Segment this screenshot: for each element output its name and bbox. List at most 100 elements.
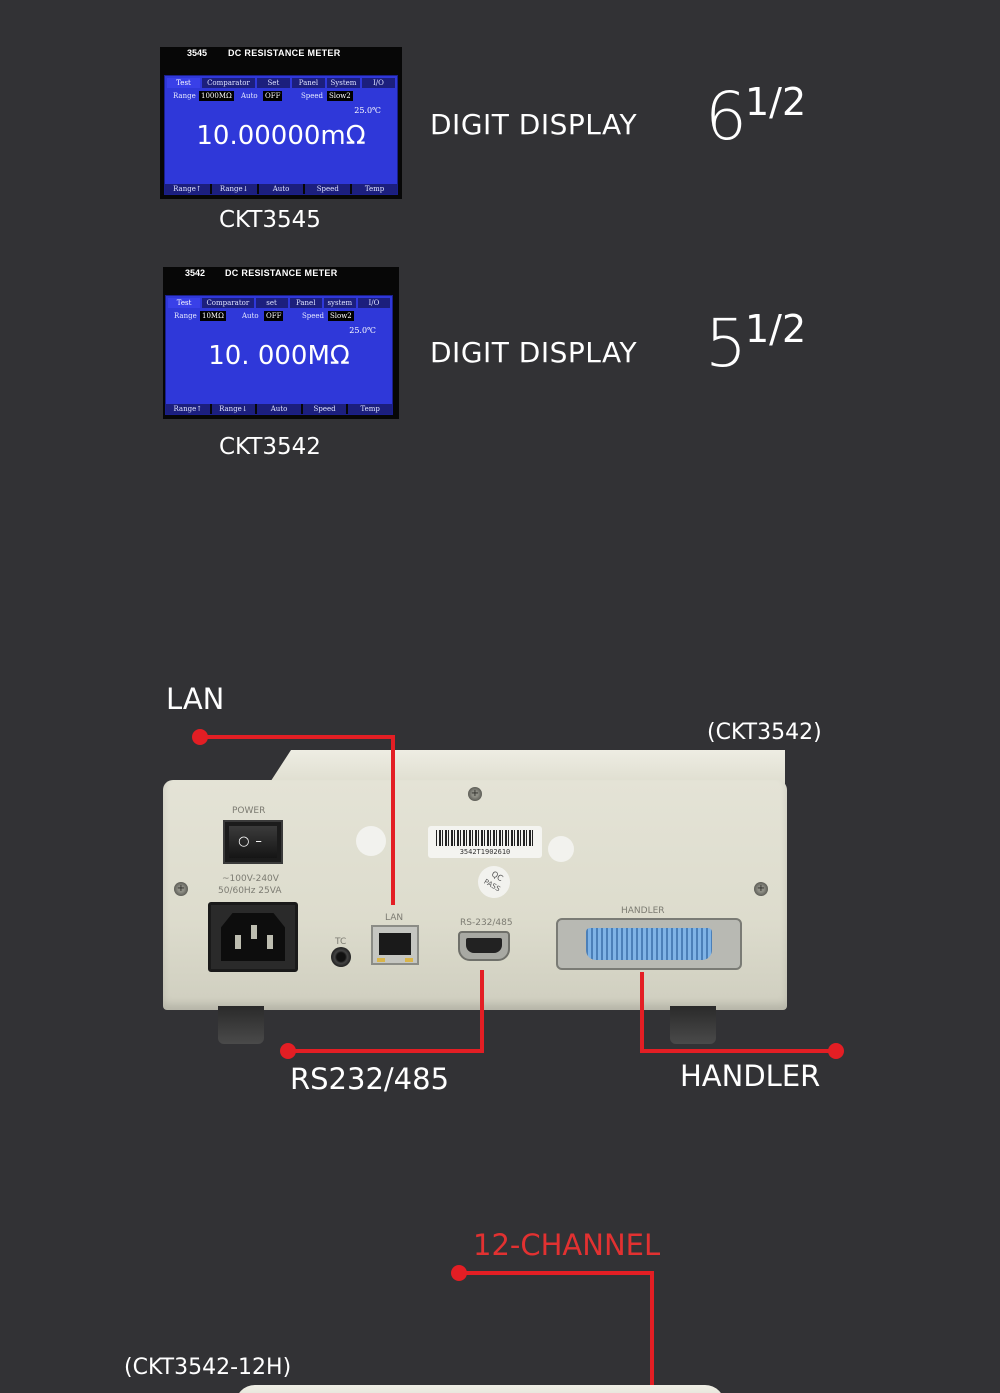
speed-label: Speed — [301, 92, 324, 100]
lan-port[interactable] — [371, 925, 419, 965]
lcd-tab-set: Set — [256, 78, 290, 88]
callout-line-handler-v — [640, 972, 644, 1052]
barcode-number: 3542T1902610 — [459, 848, 511, 856]
softkey-temp: Temp — [348, 404, 392, 414]
ac-power-socket[interactable] — [208, 902, 298, 972]
power-switch[interactable]: ○– — [223, 820, 283, 864]
speed-value: Slow2 — [328, 311, 354, 321]
softkey-range-up: Range↑ — [166, 404, 210, 414]
range-value: 10MΩ — [200, 311, 226, 321]
channel-title: 12-CHANNEL — [473, 1228, 661, 1262]
meter-screen-3545: 3545 DC RESISTANCE METER Test Comparator… — [160, 47, 402, 199]
lcd-tabs: Test Comparator set Panel system I/O — [168, 298, 391, 308]
socket-pin-icon — [251, 925, 257, 939]
lcd-softkeys: Range↑ Range↓ Auto Speed Temp — [166, 404, 392, 414]
callout-line-rs232-v — [480, 970, 484, 1052]
callout-line-channel-v — [650, 1271, 654, 1393]
range-label: Range — [173, 92, 196, 100]
panel-label-frequency: 50/60Hz 25VA — [218, 886, 282, 896]
screen-header: 3542 DC RESISTANCE METER — [163, 267, 399, 293]
softkey-speed: Speed — [302, 404, 347, 414]
power-rocker-icon: ○– — [229, 826, 277, 858]
softkey-auto: Auto — [258, 184, 304, 194]
panel-label-voltage: ~100V-240V — [222, 874, 279, 884]
lcd-tab-test: Test — [167, 78, 201, 88]
lcd-tab-io: I/O — [357, 298, 391, 308]
callout-line-lan-h — [200, 735, 394, 739]
softkey-auto: Auto — [257, 404, 301, 414]
resistance-reading: 10.00000mΩ — [196, 121, 366, 151]
handler-port[interactable] — [556, 918, 742, 970]
callout-line-lan-v — [391, 735, 395, 905]
lcd-tab-test: Test — [168, 298, 201, 308]
lcd-params: Range 1000MΩ Auto OFF Speed Slow2 — [173, 91, 393, 101]
callout-line-rs232-h — [288, 1049, 484, 1053]
auto-value: OFF — [263, 91, 283, 101]
rs232-port[interactable] — [458, 931, 510, 961]
digit-count-6-half: 6 1/2 — [705, 82, 825, 152]
model-note-ckt3542-12h: (CKT3542-12H) — [124, 1355, 292, 1380]
auto-value: OFF — [264, 311, 284, 321]
screen-header: 3545 DC RESISTANCE METER — [160, 47, 402, 73]
barcode-sticker: 3542T1902610 — [428, 826, 542, 858]
screen-title: DC RESISTANCE METER — [228, 48, 341, 58]
inspection-sticker-icon — [548, 836, 574, 862]
softkey-temp: Temp — [352, 184, 397, 194]
speed-value: Slow2 — [327, 91, 353, 101]
callout-rs232: RS232/485 — [290, 1062, 450, 1096]
socket-pin-icon — [267, 935, 273, 949]
lcd-panel: Test Comparator set Panel system I/O Ran… — [165, 295, 393, 415]
lcd-tab-system: system — [323, 298, 356, 308]
softkey-speed: Speed — [305, 184, 351, 194]
lcd-tab-io: I/O — [361, 78, 395, 88]
digit-count-5-half: 5 1/2 — [705, 309, 825, 379]
lcd-tab-panel: Panel — [291, 78, 325, 88]
handler-port-pins — [586, 928, 712, 960]
digit-fraction: 1/2 — [745, 307, 807, 351]
lcd-panel: Test Comparator Set Panel System I/O Ran… — [164, 75, 398, 195]
socket-pin-icon — [235, 935, 241, 949]
device-foot-left — [218, 1006, 264, 1044]
lcd-tab-set: set — [255, 298, 288, 308]
device-12h-top-edge — [235, 1385, 725, 1393]
temperature-readout: 25.0℃ — [349, 326, 376, 335]
panel-label-lan: LAN — [385, 913, 404, 923]
rs232-port-cavity — [466, 938, 502, 953]
resistance-reading: 10. 000MΩ — [208, 341, 350, 371]
screw-icon: + — [754, 882, 768, 896]
callout-dot-handler — [828, 1043, 844, 1059]
digit-whole: 5 — [705, 305, 747, 382]
tc-jack[interactable] — [331, 947, 351, 967]
screen-model-code: 3545 — [187, 48, 208, 58]
panel-label-handler: HANDLER — [621, 906, 665, 916]
screen-model-code: 3542 — [185, 268, 206, 278]
callout-handler: HANDLER — [680, 1059, 821, 1093]
panel-label-tc: TC — [335, 937, 347, 947]
range-label: Range — [174, 312, 197, 320]
lan-port-cavity — [379, 933, 411, 955]
inspection-sticker-icon — [356, 826, 386, 856]
lcd-tab-system: System — [326, 78, 360, 88]
barcode-icon — [436, 830, 534, 846]
meter-screen-3542: 3542 DC RESISTANCE METER Test Comparator… — [163, 267, 399, 419]
callout-lan: LAN — [166, 682, 225, 716]
callout-line-channel-h — [459, 1271, 654, 1275]
digit-display-label-2: DIGIT DISPLAY — [430, 336, 638, 369]
softkey-range-down: Range↓ — [211, 184, 257, 194]
auto-label: Auto — [242, 312, 259, 320]
range-value: 1000MΩ — [199, 91, 234, 101]
lcd-tab-panel: Panel — [289, 298, 322, 308]
temperature-readout: 25.0℃ — [354, 106, 381, 115]
callout-line-handler-h — [640, 1049, 836, 1053]
screw-icon: + — [468, 787, 482, 801]
lcd-tab-comparator: Comparator — [202, 298, 254, 308]
screen-title: DC RESISTANCE METER — [225, 268, 338, 278]
model-label-ckt3545: CKT3545 — [219, 207, 321, 233]
digit-fraction: 1/2 — [745, 80, 807, 124]
digit-whole: 6 — [705, 78, 747, 155]
softkey-range-down: Range↓ — [211, 404, 256, 414]
softkey-range-up: Range↑ — [165, 184, 210, 194]
model-label-ckt3542: CKT3542 — [219, 434, 321, 460]
callout-dot-rs232 — [280, 1043, 296, 1059]
lcd-softkeys: Range↑ Range↓ Auto Speed Temp — [165, 184, 397, 194]
